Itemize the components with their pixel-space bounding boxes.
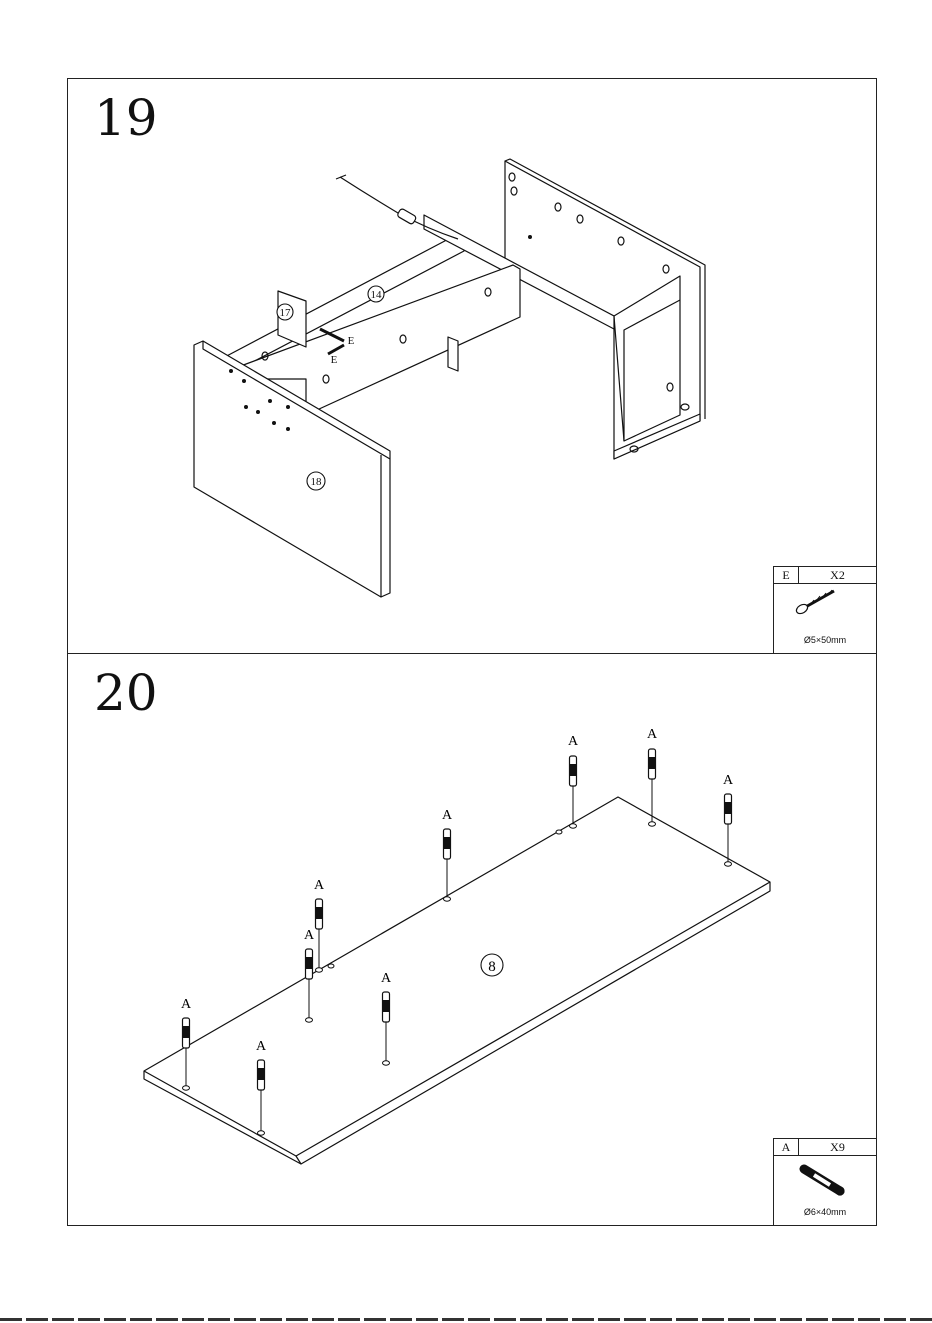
hardware-quantity: X2 bbox=[799, 567, 876, 583]
screw-icon bbox=[774, 585, 878, 635]
fastener-label-a: A bbox=[314, 878, 325, 893]
hardware-letter: A bbox=[774, 1139, 799, 1155]
fastener-label-e: E bbox=[331, 354, 338, 366]
fastener-label-a: A bbox=[256, 1039, 267, 1054]
fastener-label-a: A bbox=[723, 773, 734, 788]
hardware-letter: E bbox=[774, 567, 799, 583]
hardware-size: Ø5×50mm bbox=[774, 635, 876, 645]
part-label-17: 17 bbox=[280, 307, 292, 319]
bottom-connector bbox=[448, 337, 458, 371]
fastener-label-a: A bbox=[381, 971, 392, 986]
step-19-assembly-drawing: 17 14 18 E E bbox=[68, 79, 878, 655]
step-20-assembly-drawing: 8 A A A A A A A A A bbox=[68, 654, 878, 1227]
page-footer-rule bbox=[0, 1318, 932, 1321]
cam-dowel: A bbox=[568, 734, 579, 828]
cam-dowel: A bbox=[647, 727, 658, 826]
part-label-8: 8 bbox=[488, 959, 496, 975]
fastener-label-a: A bbox=[442, 808, 453, 823]
fastener-label-e: E bbox=[348, 335, 355, 347]
hardware-box-e: E X2 Ø5×50mm bbox=[773, 566, 877, 654]
board-8 bbox=[144, 797, 770, 1164]
hardware-quantity: X9 bbox=[799, 1139, 876, 1155]
hardware-box-a: A X9 Ø6×40mm bbox=[773, 1138, 877, 1226]
cam-dowel: A bbox=[314, 878, 325, 972]
fastener-label-a: A bbox=[568, 734, 579, 749]
cam-dowel: A bbox=[442, 808, 453, 901]
fastener-label-a: A bbox=[181, 997, 192, 1012]
part-label-14: 14 bbox=[371, 289, 383, 301]
step-19-panel: 19 bbox=[67, 78, 877, 654]
fastener-label-a: A bbox=[647, 727, 658, 742]
cam-dowel: A bbox=[723, 773, 734, 866]
part-label-18: 18 bbox=[311, 476, 323, 488]
hardware-size: Ø6×40mm bbox=[774, 1207, 876, 1217]
fastener-label-a: A bbox=[304, 928, 315, 943]
cam-dowel-icon bbox=[774, 1157, 878, 1207]
